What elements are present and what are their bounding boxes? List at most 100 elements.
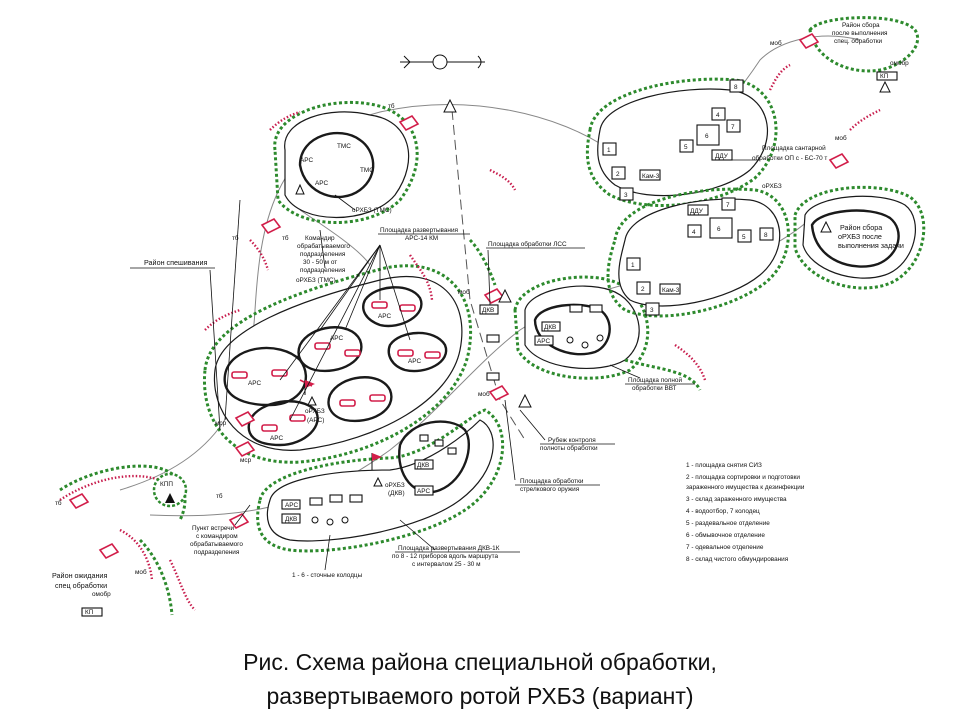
staging-area-label: Район спешивания [144, 258, 208, 267]
sorting-platform-label: Площадка сантарной [762, 144, 826, 152]
zone-number: 5 [684, 144, 688, 151]
tech-platform-label: Площадка полной [628, 376, 682, 384]
zone-number: 7 [726, 202, 730, 209]
small-arms-bottom-label: Площадка обработки [520, 477, 584, 485]
zone-number: 1 [607, 147, 611, 154]
kpp-label: КПП [160, 481, 173, 488]
rhbz-dkv-label: (ДКВ) [388, 490, 405, 497]
post-triangle-icon [295, 183, 305, 195]
mob-label: моб [458, 288, 470, 296]
map-legend: 1 - площадка снятия СИЗ 2 - площадка сор… [686, 462, 805, 563]
dkv-platform: АРС ДКВ ДКВ АРС оРХБЗ (ДКВ) [256, 408, 505, 553]
ars-label: АРС [270, 435, 283, 442]
mob-label: моб [770, 39, 782, 47]
msr-label: мср [215, 420, 227, 427]
leader-lines [209, 159, 760, 571]
unit-markers [68, 32, 850, 560]
tb-label: тб [216, 492, 223, 500]
caption-line-1: Рис. Схема района специальной обработки, [243, 649, 717, 675]
vehicle-markers [231, 301, 441, 432]
zone-number: 8 [764, 232, 768, 239]
ars-label: АРС [285, 502, 298, 509]
dkv-platform-label: с интервалом 25 - 30 м [412, 561, 481, 568]
zone-number: 1 [631, 262, 635, 269]
zone-number: 4 [692, 229, 696, 236]
assembly-top-label: после выполнения [832, 30, 888, 37]
commander-label: подразделения [300, 267, 346, 274]
zone-number: 5 [742, 234, 746, 241]
ars-label: АРС [248, 380, 261, 387]
north-arrow-icon [400, 54, 485, 70]
ars-label: АРС [537, 338, 550, 345]
tb-label: тб [55, 499, 62, 507]
forest-edges [59, 63, 881, 616]
kp-label: КП [880, 73, 889, 80]
ddu-label: ДДУ [715, 153, 729, 160]
tms-label: ТМС [360, 167, 374, 174]
assembly-top-label: спец. обработки [834, 37, 883, 45]
post-triangle-icon [307, 395, 317, 406]
tech-platform-label: обработки ВВТ [632, 384, 677, 392]
sorting-platform-label: обработки ОП с - БС-70 т [752, 154, 827, 162]
kp-label: КП [85, 609, 94, 616]
zone-number: 8 [734, 84, 738, 91]
sanitary-zone-lower: 1 2 3 Кам-3 4 6 7 8 5 ДДУ [606, 187, 790, 318]
dkv-platform-label: по 8 - 12 приборов вдоль маршрута [392, 552, 498, 560]
ars-label: АРС [315, 180, 328, 187]
ars-label: АРС [300, 157, 313, 164]
legend-item: 7 - одевальное отделение [686, 544, 764, 551]
tb-label: тб [388, 102, 395, 110]
zone-number: 3 [650, 307, 654, 314]
msr-label: мср [240, 457, 252, 464]
control-line-label: полноты обработки [540, 444, 598, 452]
legend-item: 3 - склад зараженного имущества [686, 496, 787, 503]
commander-label: подразделения [300, 251, 346, 258]
legend-item: 1 - площадка снятия СИЗ [686, 462, 762, 469]
ars-label: АРС [417, 488, 430, 495]
dkv-label: ДКВ [285, 516, 297, 523]
rhbz-ars-label: (АРС) [307, 417, 324, 424]
kamz-label: Кам-3 [662, 287, 680, 294]
meeting-point-label: подразделения [194, 549, 240, 556]
tech-treatment-zone: ДКВ АРС ДКВ [479, 275, 650, 381]
mob-label: моб [835, 134, 847, 142]
ddu-label: ДДУ [690, 208, 704, 215]
commander-label: обрабатываемого [297, 242, 350, 250]
legend-item: 8 - склад чистого обмундирования [686, 555, 789, 563]
post-triangle-icon [165, 493, 175, 503]
post-triangle-icon [373, 476, 383, 487]
legend-item: зараженного имущества к дезинфекции [686, 484, 805, 491]
legend-item: 2 - площадка сортировки и подготовки [686, 474, 800, 481]
assembly-right-label: выполнения задачи [838, 241, 904, 250]
ars-platform: АРС АРС АРС АРС АРС оРХБЗ (АРС) [202, 264, 473, 464]
commander-label: Командир [305, 235, 335, 242]
tms-zone: ТМС АРС АРС ТМС [273, 100, 419, 224]
assembly-right-label: Район сбора [840, 223, 882, 232]
assembly-area-top: Район сбора после выполнения спец. обраб… [808, 16, 919, 93]
omobr-label: омобр [92, 590, 111, 598]
rhbz-tms-label: оРХБЗ (ТМС) [352, 207, 392, 214]
ars-label: АРС [330, 335, 343, 342]
zone-number: 2 [616, 171, 620, 178]
mob-label: моб [478, 390, 490, 398]
zone-number: 3 [624, 192, 628, 199]
waiting-area-label: спец обработки [55, 581, 107, 590]
ars-label: АРС [378, 313, 391, 320]
omobr-label: омобр [890, 59, 909, 67]
meeting-point-label: обрабатываемого [190, 540, 243, 548]
meeting-point-label: с командиром [196, 533, 238, 540]
control-line-label: Рубеж контроля [548, 436, 596, 444]
dkv-label: ДКВ [417, 462, 429, 469]
unit-labels: тб тб тб тб тб моб моб моб моб моб мср м… [55, 39, 847, 617]
ars-platform-label: Площадка развертывания [380, 227, 459, 234]
waiting-area-label: Район ожидания [52, 571, 107, 580]
rhbz-tms-label: оРХБЗ (ТМС) [296, 277, 336, 284]
annotations: Район спешивания Командир обрабатываемог… [52, 144, 827, 590]
assembly-top-label: Район сбора [842, 21, 880, 29]
rhbz-ars-label: оРХБЗ [305, 408, 325, 415]
tb-label: тб [232, 234, 239, 242]
rhbz-right-label: оРХБЗ [762, 183, 782, 190]
small-arms-bottom-label: стрелкового оружия [520, 486, 580, 493]
wells-label: 1 - 6 - сточные колодцы [292, 572, 363, 579]
dkv-platform-label: Площадка развертывания ДКВ-1К [398, 545, 500, 552]
